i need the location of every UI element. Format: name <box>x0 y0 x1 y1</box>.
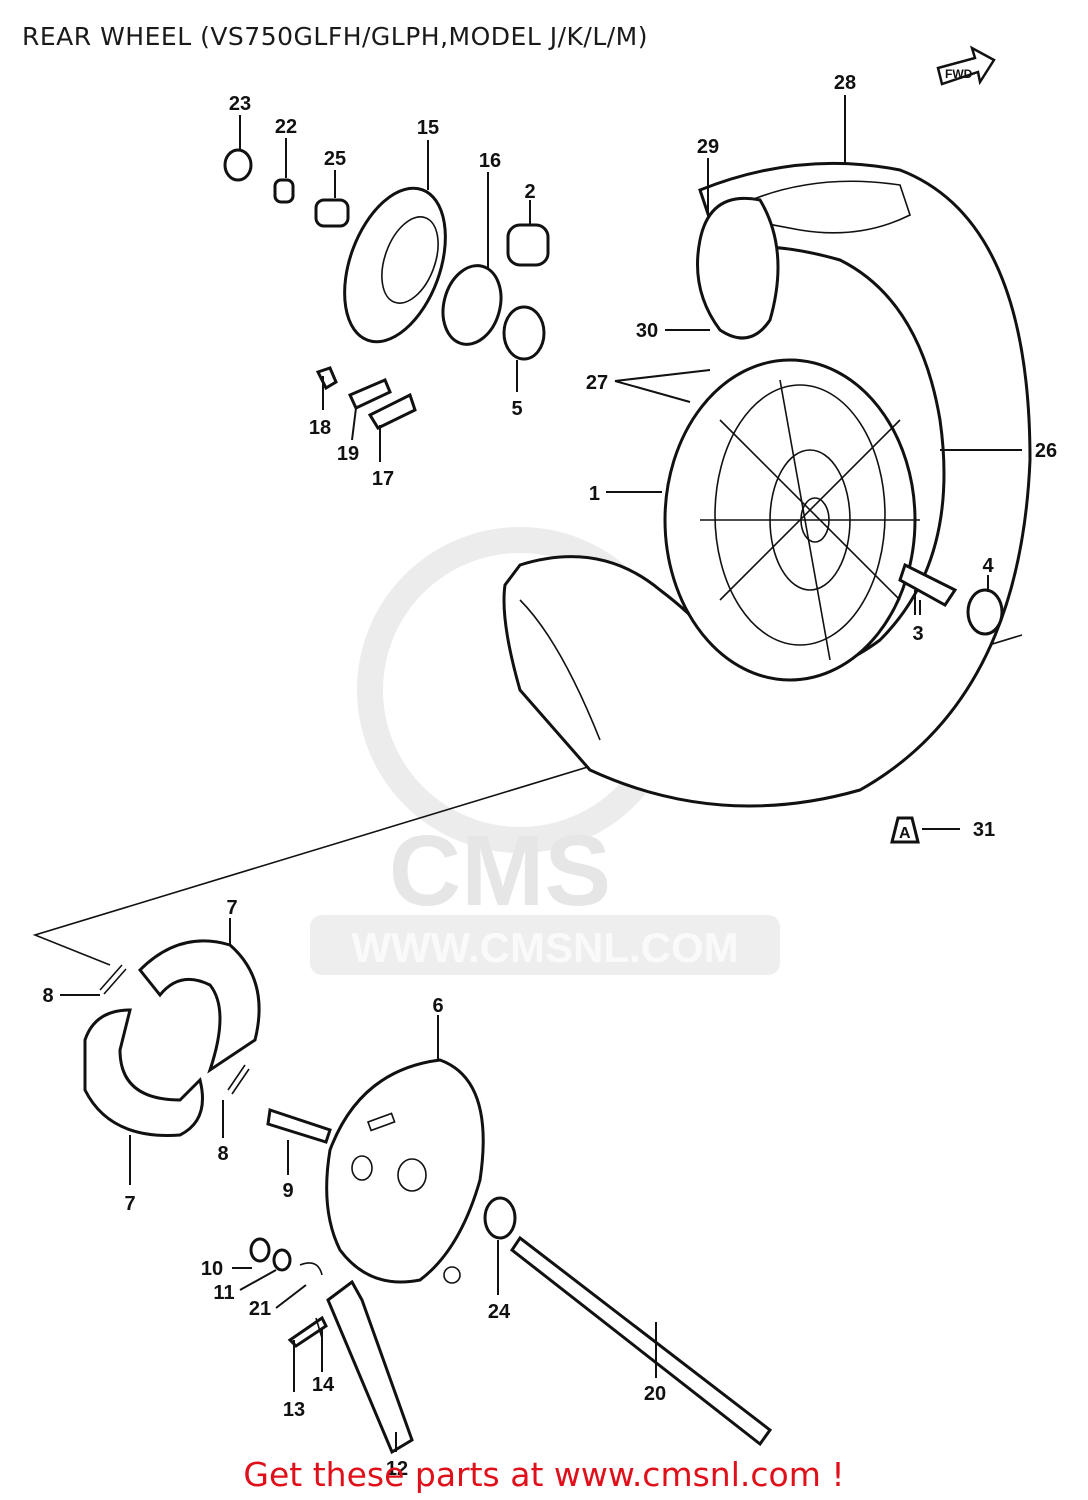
bushing-part <box>506 223 550 267</box>
callout-22: 22 <box>275 116 297 138</box>
callout-20: 20 <box>644 1383 666 1405</box>
washer-part-10 <box>249 1237 271 1263</box>
fwd-label: FWD <box>945 67 973 81</box>
lock-plate-part-17 <box>367 392 417 430</box>
leader-lines <box>60 95 1022 1452</box>
brake-shoe-part-lower <box>83 1008 204 1137</box>
callout-5: 5 <box>511 398 522 420</box>
diagram-title: REAR WHEEL (VS750GLFH/GLPH,MODEL J/K/L/M… <box>22 22 648 51</box>
callout-10: 10 <box>201 1258 223 1280</box>
nut-part <box>223 148 253 182</box>
spring-part-upper <box>99 964 127 995</box>
brake-panel-part <box>325 1058 485 1284</box>
wheel-rim-part <box>663 358 920 682</box>
spacer-part <box>898 562 958 607</box>
callout-16: 16 <box>479 150 501 172</box>
bearing-part <box>966 588 1004 636</box>
brake-shoe-part-upper <box>137 939 261 1074</box>
callout-25: 25 <box>324 148 346 170</box>
callout-14: 14 <box>312 1374 335 1396</box>
callout-18: 18 <box>309 417 331 439</box>
callout-11: 11 <box>213 1282 234 1304</box>
callout-1: 1 <box>589 483 600 505</box>
tube-part <box>696 196 780 340</box>
spring-part-lower <box>227 1064 250 1095</box>
callout-30: 30 <box>636 320 658 342</box>
callout-8-lower: 8 <box>217 1143 228 1165</box>
camshaft-part <box>266 1108 332 1144</box>
axle-part <box>509 1235 773 1447</box>
callout-6: 6 <box>432 995 443 1017</box>
callout-7-upper: 7 <box>226 897 237 919</box>
bolt-part-18 <box>315 366 338 391</box>
callout-27: 27 <box>586 372 608 394</box>
callout-17: 17 <box>372 468 394 490</box>
callout-9: 9 <box>282 1180 293 1202</box>
washer-part-19 <box>347 378 392 411</box>
callout-8-upper: 8 <box>42 985 53 1007</box>
spacer-part-24 <box>483 1196 517 1240</box>
o-ring-part <box>441 264 503 346</box>
callout-29: 29 <box>697 136 719 158</box>
watermark-logo-text: CMS <box>389 815 611 927</box>
marker-a-label: A <box>899 825 911 842</box>
callout-24: 24 <box>488 1301 511 1323</box>
callout-13: 13 <box>283 1399 305 1421</box>
callout-2: 2 <box>524 181 535 203</box>
tire-part <box>502 161 1032 808</box>
callout-19: 19 <box>337 443 359 465</box>
callout-7-lower: 7 <box>124 1193 135 1215</box>
callout-labels: 1 2 3 4 5 6 7 7 8 8 9 10 11 12 13 14 15 … <box>42 72 1057 1480</box>
clip-part-21 <box>299 1262 323 1276</box>
sprocket-hub-part <box>343 186 447 344</box>
washer-part <box>273 178 295 204</box>
callout-15: 15 <box>417 117 439 139</box>
brake-cam-lever-part <box>326 1279 414 1455</box>
callout-4: 4 <box>982 555 994 577</box>
fwd-arrow-icon: FWD <box>936 45 996 86</box>
callout-12: 12 <box>386 1458 408 1480</box>
callout-28: 28 <box>834 72 856 94</box>
callout-3: 3 <box>912 623 923 645</box>
callout-26: 26 <box>1035 440 1057 462</box>
bearing-part-5 <box>502 305 546 361</box>
callout-31: 31 <box>973 819 995 841</box>
callout-23: 23 <box>229 93 251 115</box>
marker-a: A <box>890 816 920 844</box>
cms-watermark: CMS WWW.CMSNL.COM <box>310 527 780 975</box>
watermark-url-text: WWW.CMSNL.COM <box>351 924 738 971</box>
callout-21: 21 <box>249 1298 271 1320</box>
footer-link-text[interactable]: Get these parts at www.cmsnl.com ! <box>243 1455 845 1494</box>
collar-part <box>314 198 350 228</box>
washer-part-11 <box>272 1248 292 1272</box>
